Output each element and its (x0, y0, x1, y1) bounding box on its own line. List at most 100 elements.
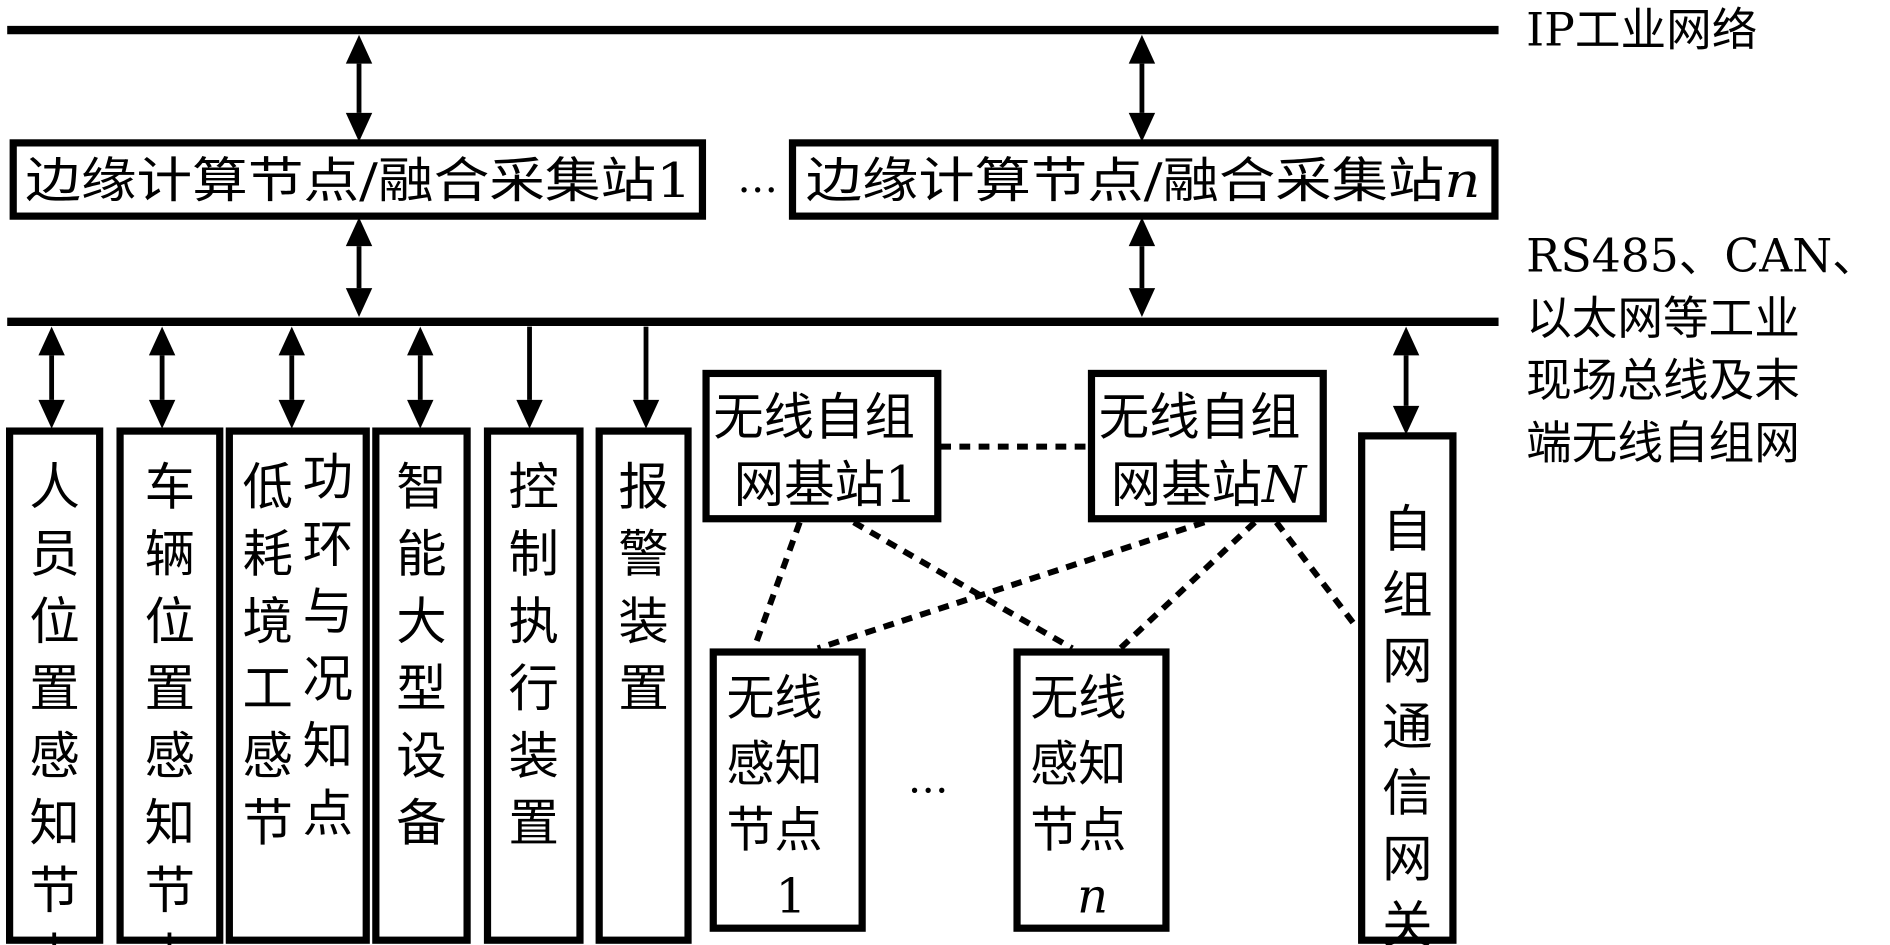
arrow-edge-1-field (345, 217, 373, 318)
svg-text:网基站1: 网基站1 (734, 455, 917, 514)
device-label-char: 执 (509, 592, 559, 651)
arrow-field-smart-equipment (407, 326, 434, 429)
sensor-ellipsis: … (908, 755, 949, 803)
arrow-field-gateway (1392, 326, 1420, 435)
device-label-char: 行 (509, 659, 559, 718)
device-label-char: 耗 (242, 525, 292, 584)
device-label-char: 低 (242, 457, 292, 516)
base-station-N-line2: 网基站 (1111, 455, 1262, 514)
device-label-char: 装 (509, 726, 559, 785)
edge-node-1-label: 边缘计算节点/融合采集站 (25, 153, 656, 209)
device-label-char: 装 (618, 592, 668, 651)
device-label-char: 知 (303, 717, 353, 776)
device-label-char: 况 (303, 649, 353, 708)
arrowhead-down-icon (516, 399, 543, 429)
svg-text:网基站N: 网基站N (1111, 455, 1308, 514)
device-label-char: 节 (242, 794, 292, 853)
device-label-char: 点 (303, 784, 353, 843)
arrows (38, 34, 1420, 435)
field-bus-label: RS485、CAN、 以太网等工业 现场总线及末 端无线自组网 (1526, 229, 1890, 469)
arrowhead-down-icon (345, 112, 373, 142)
vehicle-position-node: 车辆位置感知节点 (116, 427, 224, 945)
field-devices: 人员位置感知节点车辆位置感知节点低耗境工感节功环与况知点智能大型设备控制执行装置… (6, 427, 692, 945)
device-label-char: 报 (618, 457, 668, 516)
device-label-char: 节 (145, 861, 195, 920)
arrowhead-up-icon (1392, 326, 1420, 356)
arrowhead-up-icon (1128, 217, 1156, 247)
arrowhead-down-icon (1392, 405, 1420, 435)
arrowhead-down-icon (1128, 112, 1156, 142)
arrowhead-up-icon (148, 326, 176, 356)
device-label-char: 控 (509, 457, 559, 516)
arrowhead-down-icon (1128, 288, 1156, 318)
svg-text:节点: 节点 (726, 803, 822, 859)
device-label-char: 大 (396, 592, 446, 651)
arrowhead-down-icon (148, 399, 176, 429)
device-label-char: 工 (242, 659, 292, 718)
arrowhead-down-icon (38, 399, 65, 429)
base-station-N: 无线自组 网基站N (1087, 369, 1327, 523)
device-label-char: 型 (396, 659, 446, 718)
device-label-char: 制 (509, 525, 559, 584)
link-bsN-gateway (1274, 520, 1361, 632)
arrow-edge-n-field (1128, 217, 1156, 318)
svg-text:无线: 无线 (726, 670, 822, 726)
edge-node-n-index: n (1444, 153, 1480, 209)
device-label-char: 置 (145, 659, 195, 718)
device-label-char: 点 (145, 928, 195, 945)
sensor-node-n: 无线 感知 节点 n (1013, 648, 1170, 932)
sensor-node-1: 无线 感知 节点 1 (709, 648, 866, 932)
arrowhead-down-icon (407, 399, 434, 429)
arrow-field-vehicle-position-node (148, 326, 176, 429)
device-label-char: 员 (29, 525, 79, 584)
link-bsN-node1 (816, 519, 1206, 652)
device-label-char: 置 (509, 794, 559, 853)
device-label-char: 置 (29, 659, 79, 718)
device-label-char: 车 (145, 457, 195, 516)
svg-text:感知: 感知 (726, 736, 822, 792)
arrowhead-up-icon (345, 34, 373, 64)
device-label-char: 辆 (145, 525, 195, 584)
arrowhead-up-icon (1128, 34, 1156, 64)
arrow-ip-edge-n (1128, 34, 1156, 142)
link-bs1-noden (852, 519, 1074, 652)
arrowhead-up-icon (278, 326, 305, 356)
arrowhead-down-icon (278, 399, 305, 429)
ip-bus-label: IP工业网络 (1526, 4, 1757, 57)
device-label-char: 境 (242, 592, 292, 651)
link-bs1-node1 (751, 521, 803, 650)
base-station-N-line1: 无线自组 (1099, 388, 1301, 447)
arrowhead-up-icon (345, 217, 373, 247)
device-label-char: 置 (618, 659, 668, 718)
device-label-char: 点 (29, 928, 79, 945)
edge-ellipsis: … (737, 154, 778, 202)
arrow-field-control-actuator (516, 326, 543, 429)
gateway-label: 自组网通信网关 (1382, 499, 1432, 945)
arrow-field-alarm-device (632, 326, 660, 429)
device-label-char: 感 (242, 726, 292, 785)
arrowhead-up-icon (38, 326, 65, 356)
personnel-position-node: 人员位置感知节点 (6, 427, 104, 945)
arrow-field-env-sensing-node (278, 326, 305, 429)
edge-node-n-label: 边缘计算节点/融合采集站 (806, 153, 1445, 209)
device-label-char: 节 (29, 861, 79, 920)
device-label-char: 人 (29, 457, 79, 516)
arrowhead-down-icon (632, 399, 660, 429)
base-station-1: 无线自组 网基站1 (702, 369, 942, 523)
device-label-char: 能 (396, 525, 446, 584)
arrow-ip-edge-1 (345, 34, 373, 142)
device-label-char: 环 (303, 515, 353, 574)
sensor-node-n-index: n (1077, 869, 1108, 925)
device-label-char: 知 (145, 794, 195, 853)
svg-text:节点: 节点 (1030, 803, 1126, 859)
base-station-1-line2: 网基站 (734, 455, 885, 514)
svg-text:无线: 无线 (1030, 670, 1126, 726)
